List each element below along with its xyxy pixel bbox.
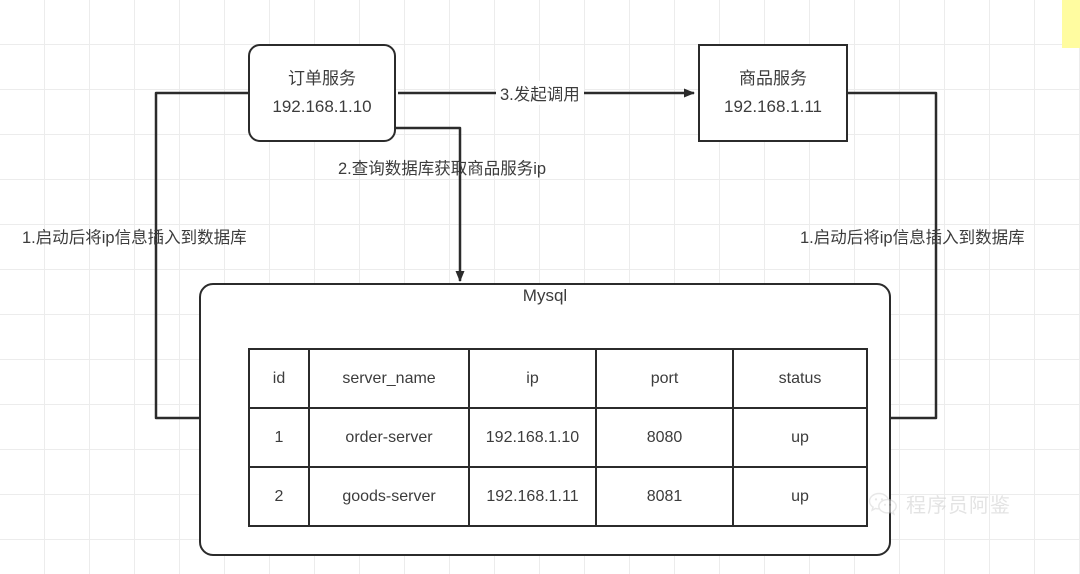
accent-strip bbox=[1062, 0, 1080, 48]
cell-status: up bbox=[732, 466, 868, 527]
node-order-service-title: 订单服务 bbox=[288, 68, 356, 88]
edge-label-call: 3.发起调用 bbox=[496, 81, 584, 105]
node-goods-service[interactable]: 商品服务 192.168.1.11 bbox=[698, 44, 848, 142]
cell-port: 8081 bbox=[595, 466, 734, 527]
header-server-name: server_name bbox=[308, 348, 470, 409]
watermark: 程序员阿鉴 bbox=[868, 489, 1011, 518]
cell-ip: 192.168.1.10 bbox=[468, 407, 597, 468]
node-goods-service-ip: 192.168.1.11 bbox=[724, 97, 822, 116]
table-header-row: id server_name ip port status bbox=[248, 348, 868, 409]
mysql-label: Mysql bbox=[522, 286, 568, 305]
cell-server-name: order-server bbox=[308, 407, 470, 468]
header-id: id bbox=[248, 348, 310, 409]
watermark-text: 程序员阿鉴 bbox=[906, 495, 1011, 517]
cell-id: 1 bbox=[248, 407, 310, 468]
cell-port: 8080 bbox=[595, 407, 734, 468]
node-order-service[interactable]: 订单服务 192.168.1.10 bbox=[248, 44, 396, 142]
cell-server-name: goods-server bbox=[308, 466, 470, 527]
node-goods-service-title: 商品服务 bbox=[739, 68, 807, 88]
cell-id: 2 bbox=[248, 466, 310, 527]
edge-insert-right bbox=[848, 91, 938, 423]
table-row: 2 goods-server 192.168.1.11 8081 up bbox=[248, 466, 868, 527]
header-status: status bbox=[732, 348, 868, 409]
edge-label-insert-left: 1.启动后将ip信息插入到数据库 bbox=[22, 229, 247, 247]
wechat-icon bbox=[868, 492, 897, 516]
header-port: port bbox=[595, 348, 734, 409]
edge-label-query: 2.查询数据库获取商品服务ip bbox=[338, 160, 547, 178]
cell-ip: 192.168.1.11 bbox=[468, 466, 597, 527]
header-ip: ip bbox=[468, 348, 597, 409]
node-order-service-ip: 192.168.1.10 bbox=[272, 97, 372, 116]
edge-query bbox=[248, 126, 465, 282]
table-row: 1 order-server 192.168.1.10 8080 up bbox=[248, 407, 868, 468]
edge-insert-left bbox=[154, 91, 248, 423]
cell-status: up bbox=[732, 407, 868, 468]
registry-table: id server_name ip port status 1 order-se… bbox=[248, 348, 868, 527]
edge-label-insert-right: 1.启动后将ip信息插入到数据库 bbox=[800, 229, 1025, 247]
